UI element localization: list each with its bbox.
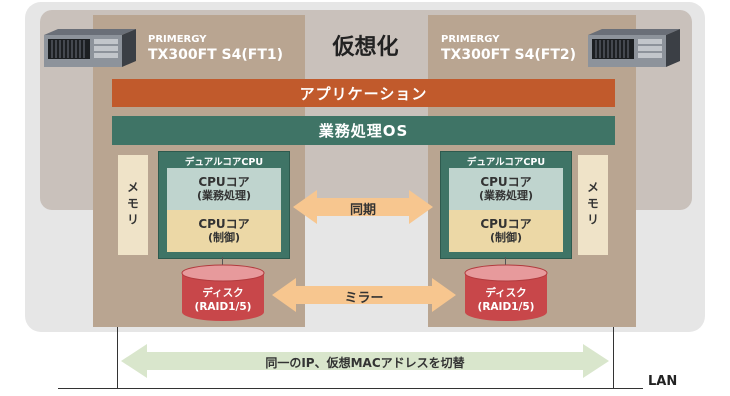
os-layer: 業務処理OS [112, 116, 615, 145]
double-arrow-icon [121, 344, 609, 378]
lan-line [58, 388, 643, 389]
server-left-brand: PRIMERGY [148, 34, 207, 45]
disk-right-label: ディスク (RAID1/5) [464, 286, 548, 314]
cpu-left-core-control: CPUコア (制御) [167, 210, 281, 252]
server-right-label: PRIMERGY TX300FT S4(FT2) [441, 34, 576, 64]
server-left-icon [44, 29, 136, 67]
server-right-icon [588, 29, 680, 67]
mirror-label: ミラー [344, 291, 384, 306]
disk-right-cylinder-icon [464, 264, 548, 321]
cpu-left: デュアルコアCPU CPUコア (業務処理) CPUコア (制御) [158, 151, 290, 259]
cpu-disk-link-left [222, 257, 223, 269]
server-right-brand: PRIMERGY [441, 34, 500, 45]
cpu-right-core-business: CPUコア (業務処理) [449, 168, 563, 210]
network-failover-label: 同一のIP、仮想MACアドレスを切替 [265, 356, 465, 370]
double-arrow-icon [293, 190, 433, 224]
disk-right: ディスク (RAID1/5) [464, 264, 548, 322]
cpu-right-core-control: CPUコア (制御) [449, 210, 563, 252]
lan-label: LAN [648, 374, 678, 389]
application-layer: アプリケーション [112, 79, 615, 107]
disk-right-raid: (RAID1/5) [477, 301, 535, 313]
disk-left-cylinder-icon [181, 264, 265, 321]
cpu-right-core-control-title: CPUコア [480, 217, 532, 231]
sync-label: 同期 [349, 203, 376, 218]
cpu-right-core-business-role: (業務処理) [478, 189, 534, 202]
network-failover-arrow: 同一のIP、仮想MACアドレスを切替 [121, 344, 609, 378]
server-left-model: TX300FT S4(FT1) [148, 47, 284, 63]
cpu-right-title: デュアルコアCPU [466, 157, 546, 168]
cpu-right: デュアルコアCPU CPUコア (業務処理) CPUコア (制御) [440, 151, 572, 259]
disk-left-label: ディスク (RAID1/5) [181, 286, 265, 314]
cpu-left-title: デュアルコアCPU [184, 157, 264, 168]
cpu-left-core-business-role: (業務処理) [196, 189, 252, 202]
cpu-left-core-control-role: (制御) [207, 231, 241, 244]
network-line-right [613, 327, 614, 389]
cpu-right-core-business-title: CPUコア [480, 175, 532, 189]
disk-left-raid: (RAID1/5) [194, 301, 252, 313]
server-left-label: PRIMERGY TX300FT S4(FT1) [148, 34, 283, 64]
memory-right: メモリ [578, 155, 608, 255]
disk-left: ディスク (RAID1/5) [181, 264, 265, 322]
memory-left: メモリ [118, 155, 148, 255]
cpu-disk-link-right [505, 257, 506, 269]
disk-right-title: ディスク [485, 287, 527, 299]
server-right-model: TX300FT S4(FT2) [441, 47, 577, 63]
network-line-left [117, 327, 118, 389]
sync-arrow: 同期 [293, 190, 433, 224]
title-backdrop [305, 15, 428, 75]
mirror-arrow: ミラー [272, 278, 456, 312]
cpu-right-core-control-role: (制御) [489, 231, 523, 244]
cpu-left-core-control-title: CPUコア [198, 217, 250, 231]
cpu-left-core-business-title: CPUコア [198, 175, 250, 189]
diagram-title: 仮想化 [332, 35, 399, 60]
double-arrow-icon [272, 278, 456, 312]
disk-left-title: ディスク [202, 287, 244, 299]
cpu-left-core-business: CPUコア (業務処理) [167, 168, 281, 210]
